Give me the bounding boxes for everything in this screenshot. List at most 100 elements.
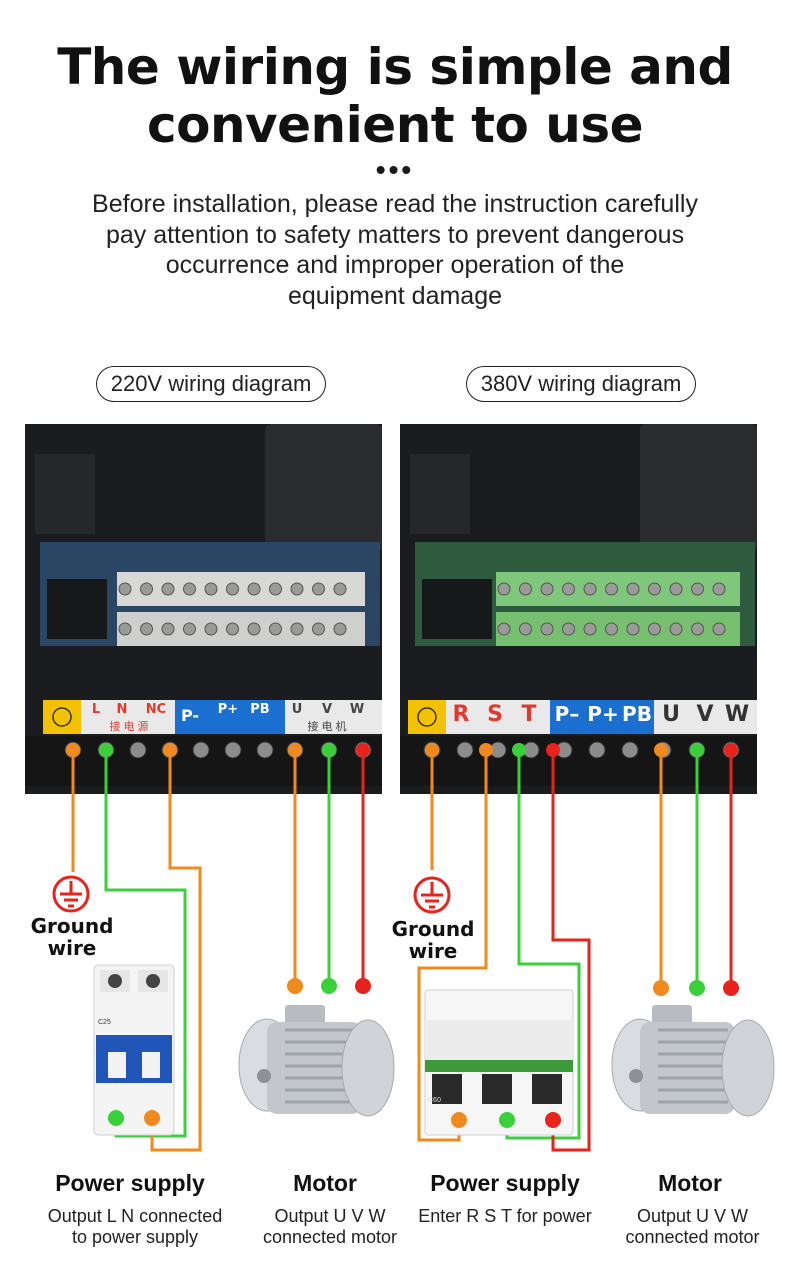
- power-terminal-screw: [588, 741, 606, 759]
- control-terminal-screw: [269, 622, 282, 636]
- control-terminal-screw: [519, 582, 532, 596]
- control-terminal-screw: [247, 622, 261, 636]
- control-terminal-screw: [562, 582, 575, 596]
- title-dots: •••: [375, 154, 415, 185]
- terminal-P-plus: P+: [217, 702, 239, 717]
- title-line-1: The wiring is simple and: [57, 38, 733, 96]
- ground-label-380-line1: Ground: [391, 917, 475, 941]
- control-terminal-screw: [691, 622, 704, 636]
- ground-label-220-line1: Ground: [30, 914, 114, 938]
- ground-icon-380: [413, 876, 451, 914]
- control-terminal-screw: [269, 582, 282, 596]
- control-terminal-screw: [226, 622, 239, 636]
- power-desc-220-line2: to power supply: [71, 1227, 199, 1247]
- ground-label-380-line2: wire: [408, 939, 458, 963]
- control-terminal-screw: [333, 622, 347, 636]
- breaker-2pole-icon: [93, 964, 175, 1136]
- control-terminal-screw: [626, 622, 640, 636]
- motor-desc-380-line1: Output U V W: [636, 1206, 749, 1226]
- control-terminal-screw: [626, 582, 640, 596]
- control-terminal-screw: [226, 582, 239, 596]
- terminal-dots: [66, 743, 739, 996]
- motor-icon-220: [238, 1005, 395, 1117]
- power-desc-220: Output L N connected to power supply: [20, 1206, 250, 1248]
- control-terminal-screw: [247, 582, 261, 596]
- terminal-labels-380: R S T P– P+ PB U V W: [400, 424, 757, 794]
- terminal-sub-right: 接 电 机: [307, 721, 347, 733]
- power-desc-220-line1: Output L N connected: [47, 1206, 223, 1226]
- control-terminal-screw: [140, 622, 153, 636]
- power-terminal-screw: [456, 741, 474, 759]
- control-terminal-screw: [183, 622, 196, 636]
- control-terminal-screw: [140, 582, 153, 596]
- terminal-L: L: [91, 702, 101, 717]
- control-terminal-screw: [648, 582, 661, 596]
- motor-icon-380: [611, 1005, 775, 1117]
- motor-desc-220-line2: connected motor: [262, 1227, 398, 1247]
- ground-label-220-line2: wire: [47, 936, 97, 960]
- ground-tag-380: [408, 700, 446, 734]
- terminal-PB-380: PB: [622, 702, 652, 726]
- control-terminal-screw: [540, 622, 554, 636]
- control-terminal-screw: [204, 622, 218, 636]
- control-terminal-screw: [669, 622, 683, 636]
- breaker-3pole-icon: [424, 989, 574, 1136]
- intro-line-3: occurrence and improper operation of the: [165, 251, 625, 279]
- control-terminal-screw: [290, 622, 304, 636]
- tag-220v: 220V wiring diagram: [96, 366, 326, 402]
- power-terminal-screw: [224, 741, 242, 759]
- control-terminal-screw: [312, 622, 325, 636]
- terminal-W-380: W: [724, 702, 750, 727]
- control-terminal-screw: [605, 582, 618, 596]
- terminal-sub-left: 接 电 源: [109, 721, 149, 733]
- panel-380v-graphic: [400, 424, 757, 794]
- power-desc-380-line1: Enter R S T for power: [418, 1206, 592, 1226]
- breaker-2pole-rating: C25: [98, 1019, 111, 1026]
- control-terminal-screw: [605, 622, 618, 636]
- terminal-W: W: [349, 702, 365, 717]
- terminal-PB: PB: [250, 702, 270, 717]
- title-line-2: convenient to use: [146, 96, 644, 154]
- intro-line-1: Before installation, please read the ins…: [92, 190, 698, 218]
- ground-label-380: Ground wire: [383, 918, 483, 962]
- control-terminal-screw: [290, 582, 304, 596]
- control-terminal-screw: [497, 622, 511, 636]
- tag-380v: 380V wiring diagram: [466, 366, 696, 402]
- power-title-380: Power supply: [430, 1170, 580, 1196]
- power-desc-380: Enter R S T for power: [400, 1206, 610, 1227]
- control-terminal-screw: [519, 622, 532, 636]
- terminal-labels-220: L N NC P- P+ PB U V W 接 电 源 接 电 机: [25, 424, 382, 794]
- terminal-T: T: [521, 702, 537, 727]
- control-terminal-screw: [691, 582, 704, 596]
- wire-220-L: [150, 750, 202, 1152]
- terminal-S: S: [487, 702, 503, 727]
- wire-380-R: [417, 750, 488, 1142]
- control-terminal-screw: [583, 622, 597, 636]
- control-terminal-screw: [333, 582, 347, 596]
- panel-220v-graphic: [25, 424, 382, 794]
- ground-label-220: Ground wire: [22, 915, 122, 959]
- motor-desc-380: Output U V W connected motor: [605, 1206, 780, 1248]
- wire-380-T: [551, 750, 591, 1152]
- terminal-NC: NC: [145, 702, 167, 717]
- terminal-U: U: [291, 702, 303, 717]
- intro-line-2: pay attention to safety matters to preve…: [105, 220, 685, 249]
- control-terminal-screw: [161, 622, 175, 636]
- control-terminal-screw: [562, 622, 575, 636]
- control-terminal-screw: [312, 582, 325, 596]
- motor-desc-220: Output U V W connected motor: [245, 1206, 415, 1248]
- terminal-U-380: U: [662, 702, 680, 727]
- terminal-P-minus-380: P–: [554, 702, 580, 726]
- control-terminal-screw: [183, 582, 196, 596]
- ground-tag-220: [43, 700, 81, 734]
- panel-380v: R S T P– P+ PB U V W: [400, 424, 757, 794]
- panel-220v: L N NC P- P+ PB U V W 接 电 源 接 电 机: [25, 424, 382, 794]
- power-terminal-screw: [192, 741, 210, 759]
- power-terminal-screw: [129, 741, 147, 759]
- control-terminal-screw: [118, 582, 132, 596]
- control-terminal-screw: [497, 582, 511, 596]
- motor-title-220: Motor: [293, 1170, 357, 1196]
- terminal-V: V: [321, 702, 333, 717]
- motor-desc-220-line1: Output U V W: [274, 1206, 386, 1226]
